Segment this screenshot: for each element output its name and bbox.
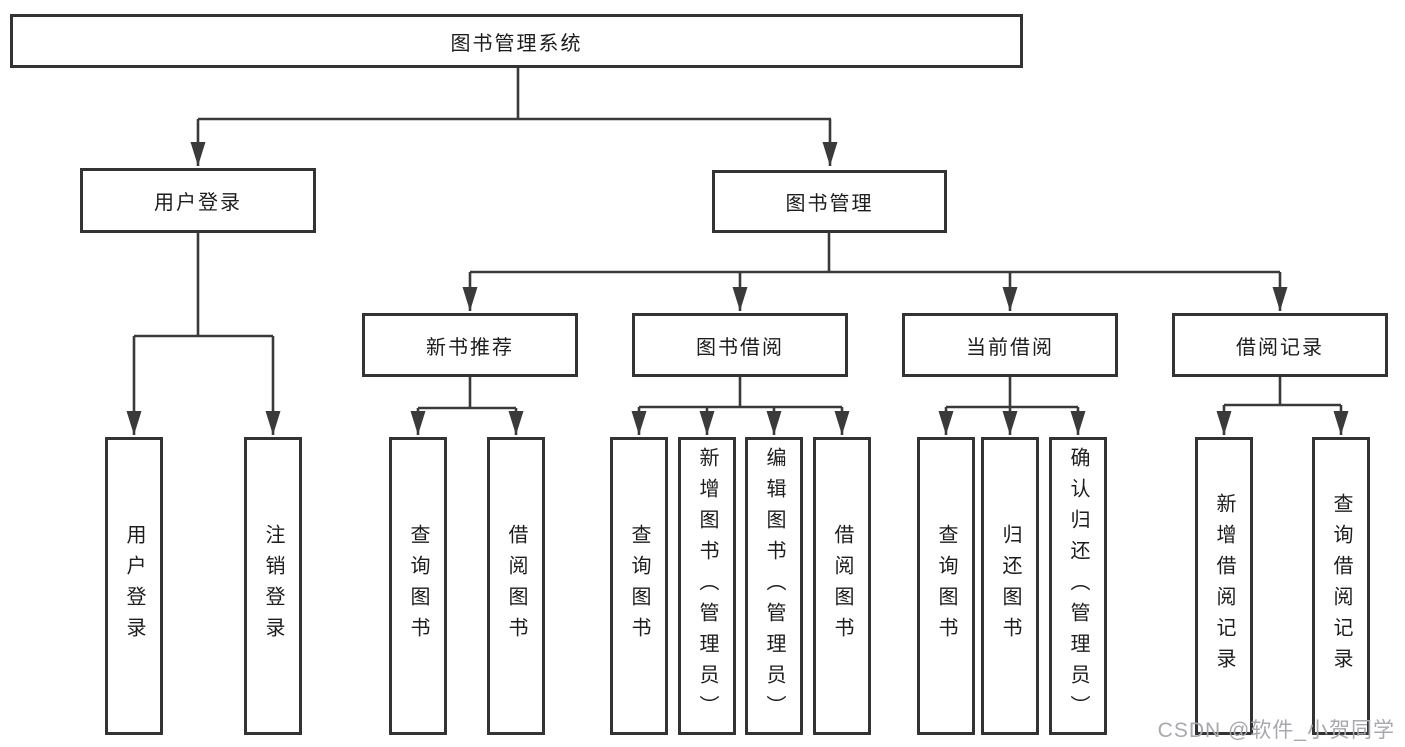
leaf-query-book-3: 查询图书: [917, 437, 975, 735]
node-book-management: 图书管理: [712, 170, 947, 233]
leaf-borrow-book-2: 借阅图书: [813, 437, 871, 735]
leaf-add-borrow-record: 新增借阅记录: [1195, 437, 1253, 735]
node-new-book-recommend: 新书推荐: [362, 313, 578, 377]
leaf-logout: 注销登录: [244, 437, 302, 735]
leaf-query-book-2: 查询图书: [610, 437, 668, 735]
leaf-borrow-book-1: 借阅图书: [487, 437, 545, 735]
leaf-return-book: 归还图书: [981, 437, 1039, 735]
node-user-login: 用户登录: [80, 168, 316, 233]
node-current-borrow: 当前借阅: [902, 313, 1118, 377]
node-book-borrow: 图书借阅: [632, 313, 848, 377]
leaf-query-borrow-record: 查询借阅记录: [1312, 437, 1370, 735]
leaf-add-book-admin: 新增图书（管理员）: [678, 437, 736, 735]
leaf-edit-book-admin: 编辑图书（管理员）: [745, 437, 803, 735]
node-library-management-system: 图书管理系统: [10, 14, 1023, 68]
leaf-user-login: 用户登录: [105, 437, 163, 735]
node-borrow-record: 借阅记录: [1172, 313, 1388, 377]
leaf-query-book-1: 查询图书: [389, 437, 447, 735]
leaf-confirm-return-admin: 确认归还（管理员）: [1049, 437, 1107, 735]
